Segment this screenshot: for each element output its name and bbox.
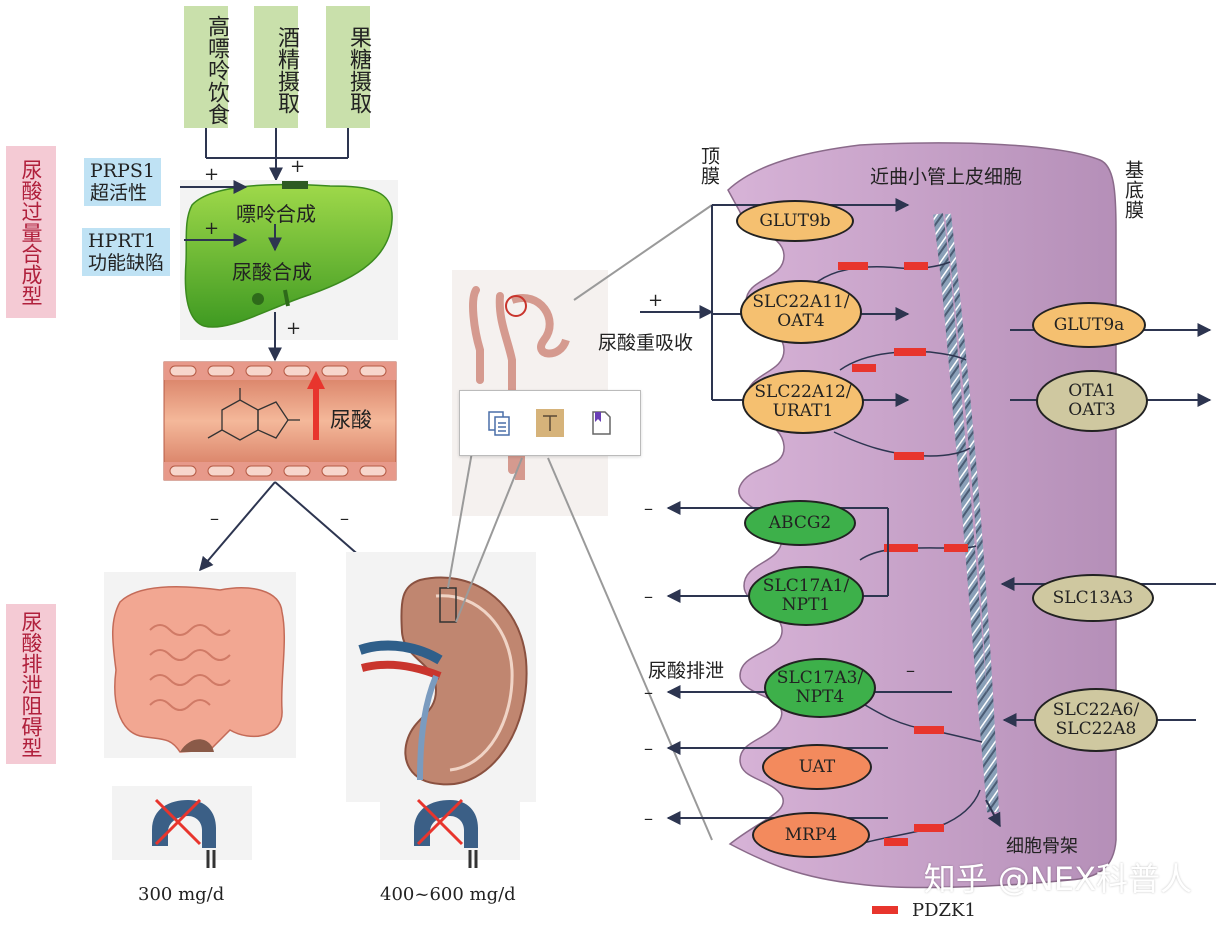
intestine-illustration [104, 572, 296, 758]
copy-doc-icon [488, 411, 511, 436]
transporter-uat: UAT [762, 744, 872, 790]
label-purine-synthesis: 嘌呤合成 [236, 202, 316, 226]
transporter-slc22a6: SLC22A6/ SLC22A8 [1034, 688, 1158, 752]
sign-plus-liver-out: + [286, 318, 302, 339]
label-cytoskeleton: 细胞骨架 [1006, 836, 1078, 857]
transporter-abcg2: ABCG2 [744, 500, 856, 546]
label-urate-in-blood: 尿酸 [330, 408, 372, 432]
transporter-slc17a1: SLC17A1/ NPT1 [748, 566, 864, 626]
liver-arrows [180, 180, 282, 362]
faucet-intestine-icon [112, 786, 252, 868]
label-reabsorption: 尿酸重吸收 [598, 332, 694, 354]
label-excretion: 尿酸排泄 [648, 660, 725, 682]
text-tool-icon [535, 409, 564, 437]
sign-minus-uat: – [644, 738, 653, 759]
sign-minus-kidney: – [340, 508, 349, 529]
transporter-slc13a3: SLC13A3 [1032, 574, 1154, 622]
copy-button[interactable] [484, 408, 514, 438]
sign-minus-mrp4: – [644, 808, 653, 829]
transporter-glut9b: GLUT9b [736, 200, 854, 242]
sign-minus-intestine: – [210, 508, 219, 529]
transporter-slc22a12: SLC22A12/ URAT1 [742, 370, 864, 434]
transporter-mrp4: MRP4 [752, 812, 870, 858]
input-fructose-intake: 果糖摄取 [326, 6, 371, 128]
sign-minus-abcg2: – [644, 498, 653, 519]
input-connectors [205, 128, 349, 182]
blood-vessel [163, 361, 397, 481]
sign-plus-hprt1: + [204, 218, 220, 239]
zoom-connectors [447, 204, 713, 841]
transporter-ota1: OTA1 OAT3 [1036, 370, 1148, 432]
label-cell-title: 近曲小管上皮细胞 [870, 166, 1023, 188]
sign-minus-slc17a3: – [644, 682, 653, 703]
label-kidney-amount: 400~600 mg/d [380, 884, 516, 905]
transporter-slc17a3: SLC17A3/ NPT4 [764, 658, 876, 718]
selection-toolbar [459, 390, 641, 456]
legend-pdzk1: PDZK1 [912, 900, 976, 921]
input-high-purine-diet: 高嘌呤饮食 [184, 6, 229, 128]
transporter-glut9a: GLUT9a [1032, 302, 1146, 348]
label-basal-membrane: 基底膜 [1122, 160, 1144, 220]
bookmark-doc-icon [591, 411, 611, 435]
label-hprt1: HPRT1 功能缺陷 [82, 228, 171, 276]
sign-minus-slc17a1: – [644, 586, 653, 607]
faucet-kidney-icon [380, 786, 520, 868]
label-overproduction-type: 尿酸过量合成型 [6, 146, 56, 318]
label-excretion-block-type: 尿酸排泄阻碍型 [6, 604, 56, 764]
label-intestine-amount: 300 mg/d [138, 884, 225, 905]
sign-minus-inner: – [906, 660, 915, 681]
transporter-slc22a11: SLC22A11/ OAT4 [740, 280, 862, 344]
label-apical-membrane: 顶膜 [698, 146, 720, 186]
sign-plus-prps1: + [204, 164, 220, 185]
uric-acid-molecule [207, 388, 300, 441]
kidney-illustration [346, 552, 536, 802]
liver-illustration [180, 180, 398, 340]
sign-plus-inputs: + [290, 156, 306, 177]
label-urate-synthesis: 尿酸合成 [232, 260, 312, 284]
label-prps1: PRPS1 超活性 [84, 158, 161, 206]
pdzk1-markers [838, 262, 968, 914]
input-alcohol-intake: 酒精摄取 [254, 6, 299, 128]
cytoskeleton-pointer [985, 799, 1001, 828]
bookmark-button[interactable] [586, 408, 616, 438]
watermark: 知乎 @NEX科普人 [923, 860, 1192, 898]
sign-plus-reabsorption: + [648, 290, 664, 311]
text-tool-button[interactable] [535, 408, 565, 438]
